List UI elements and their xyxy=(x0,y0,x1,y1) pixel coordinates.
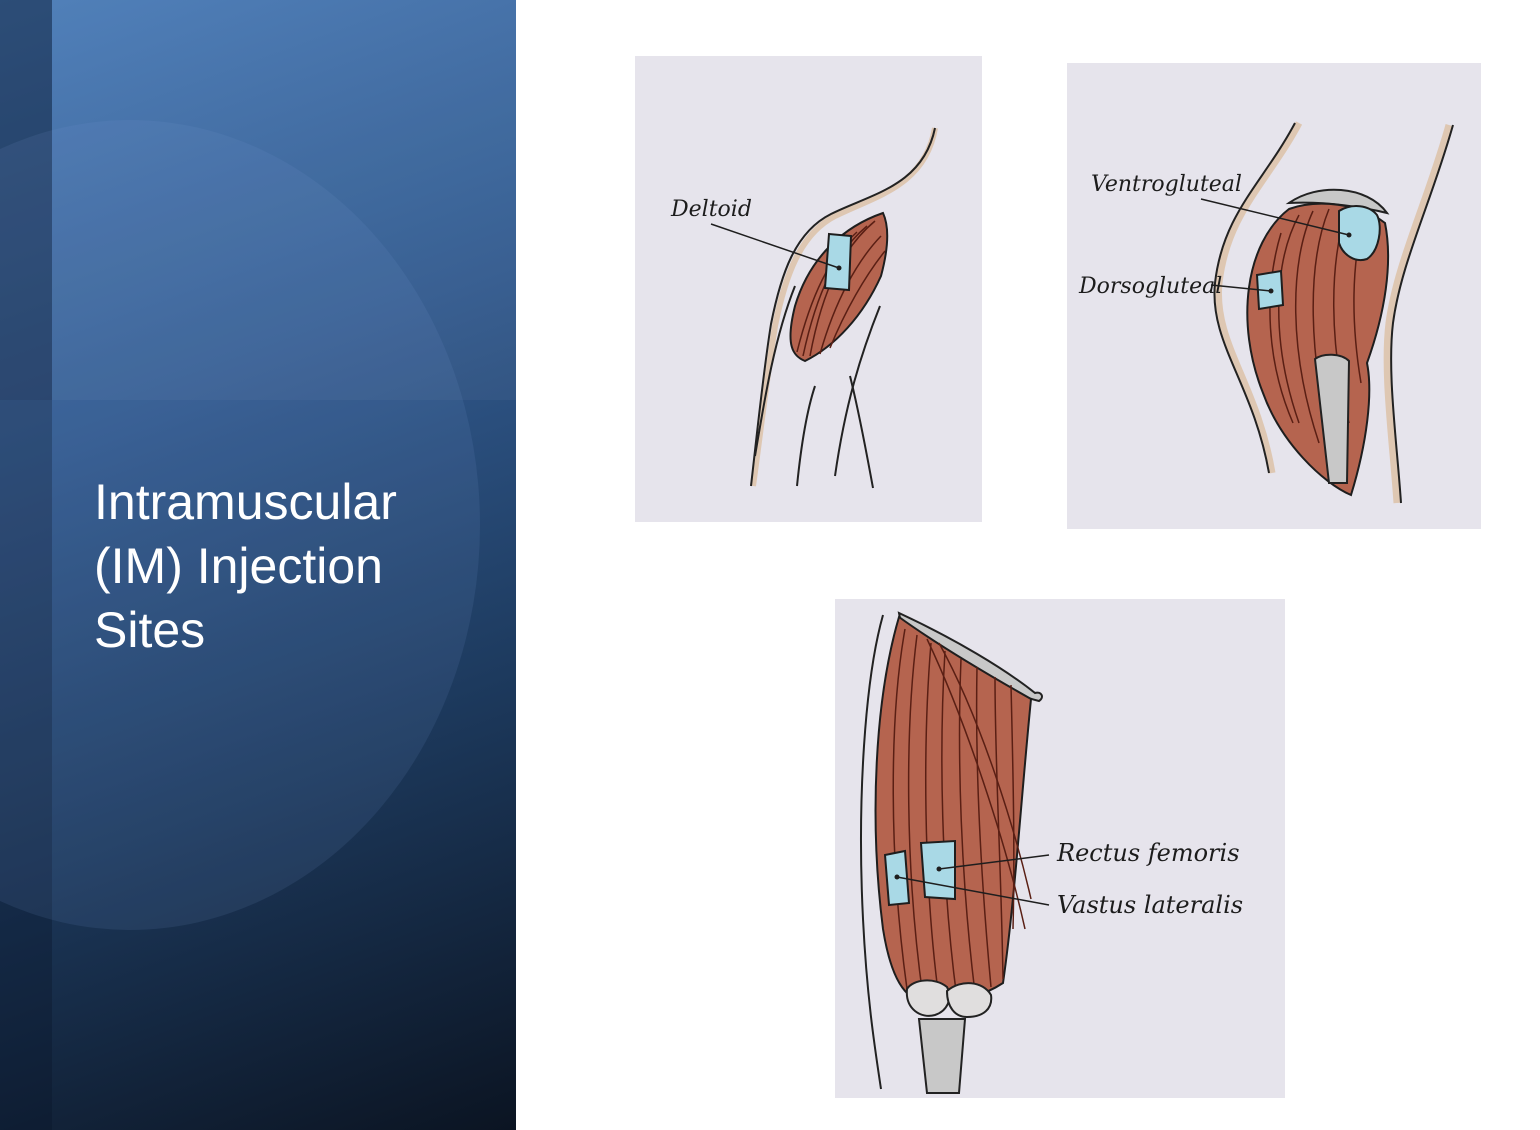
thigh-illustration: Rectus femoris Vastus lateralis xyxy=(835,599,1285,1098)
label-dorsogluteal: Dorsogluteal xyxy=(1078,274,1222,299)
gluteal-drawing: Ventrogluteal Dorsogluteal xyxy=(1078,121,1454,504)
panel-accent-band xyxy=(52,0,516,400)
slide-title-line: Intramuscular xyxy=(94,474,397,530)
thigh-drawing: Rectus femoris Vastus lateralis xyxy=(860,611,1243,1094)
gluteal-illustration: Ventrogluteal Dorsogluteal xyxy=(1067,63,1481,529)
title-panel: Intramuscular (IM) Injection Sites xyxy=(0,0,516,1130)
slide-title-line: Sites xyxy=(94,602,206,658)
panel-accent-strip xyxy=(0,400,52,1130)
deltoid-illustration: Deltoid xyxy=(635,56,982,522)
panel-accent-strip xyxy=(0,0,52,400)
label-ventrogluteal: Ventrogluteal xyxy=(1091,172,1242,197)
slide-title-line: (IM) Injection xyxy=(94,538,383,594)
slide-title: Intramuscular (IM) Injection Sites xyxy=(94,470,494,662)
label-deltoid: Deltoid xyxy=(670,197,752,222)
label-vastus-lateralis: Vastus lateralis xyxy=(1057,891,1243,919)
deltoid-drawing: Deltoid xyxy=(670,127,938,489)
label-rectus-femoris: Rectus femoris xyxy=(1056,839,1240,867)
